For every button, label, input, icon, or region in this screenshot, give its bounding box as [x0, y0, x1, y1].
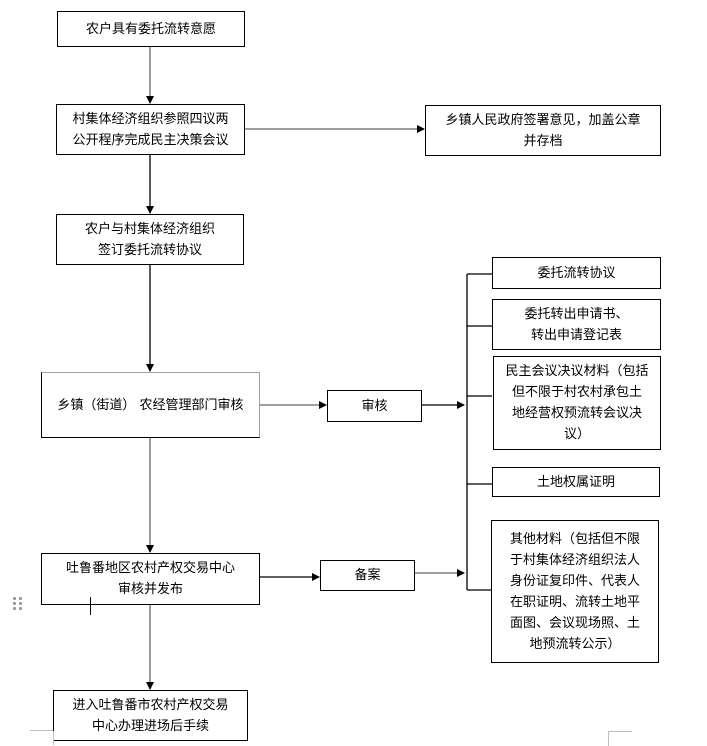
- document-text: 土地权属证明: [536, 474, 615, 490]
- review-label: 审核: [361, 398, 388, 414]
- document-text: 其他材料（包括但不限: [509, 531, 640, 547]
- document-box-transfer-application: 委托转出申请书、 转出申请登记表: [492, 299, 661, 350]
- step-text: 进入吐鲁番市农村产权交易: [72, 697, 229, 713]
- page-corner-mark-right: [608, 731, 632, 746]
- step-text: 审核并发布: [117, 582, 183, 597]
- document-text: 委托转出申请书、: [524, 306, 629, 322]
- document-text: 地经营权预流转会议决: [511, 406, 642, 421]
- document-text: 面图、会议现场照、土: [509, 615, 640, 631]
- page-corner-mark-left-vertical: [53, 731, 54, 745]
- document-box-meeting-resolution: 民主会议决议材料（包括 但不限于村农村承包土 地经营权预流转会议决 议）: [493, 356, 661, 450]
- step-text: 乡镇（街道） 农经管理部门审核: [57, 397, 244, 413]
- step-box-exchange-center-publish: 吐鲁番地区农村产权交易中心 审核并发布: [41, 553, 260, 605]
- side-note-township-government: 乡镇人民政府签署意见，加盖公章 并存档: [425, 105, 661, 156]
- step-box-willingness: 农户具有委托流转意愿: [57, 11, 245, 47]
- document-text: 议）: [563, 427, 590, 442]
- step-box-enter-exchange: 进入吐鲁番市农村产权交易 中心办理进场后手续: [53, 690, 248, 741]
- drag-handle-icon[interactable]: [13, 597, 23, 611]
- step-text: 公开程序完成民主决策会议: [72, 132, 229, 148]
- step-text: 农户具有委托流转意愿: [85, 21, 216, 37]
- note-text: 并存档: [523, 133, 563, 149]
- document-text: 转出申请登记表: [530, 327, 622, 343]
- review-box: 审核: [327, 390, 422, 422]
- step-text: 中心办理进场后手续: [91, 718, 209, 734]
- document-box-entrust-agreement: 委托流转协议: [492, 257, 661, 289]
- filing-label: 备案: [354, 568, 381, 583]
- step-text: 农户与村集体经济组织: [84, 221, 215, 237]
- text-cursor: [90, 597, 91, 615]
- document-text: 委托流转协议: [537, 265, 616, 281]
- document-box-other-materials: 其他材料（包括但不限 于村集体经济组织法人 身份证复印件、代表人 在职证明、流转…: [491, 520, 659, 663]
- note-text: 乡镇人民政府签署意见，加盖公章: [445, 112, 641, 128]
- document-text: 身份证复印件、代表人: [509, 573, 640, 589]
- page-corner-mark-left: [30, 730, 53, 746]
- document-text: 但不限于村农村承包土: [511, 385, 642, 400]
- step-text: 吐鲁番地区农村产权交易中心: [65, 561, 235, 576]
- document-box-land-ownership: 土地权属证明: [492, 467, 660, 497]
- step-text: 签订委托流转协议: [97, 242, 202, 258]
- document-text: 地预流转公示）: [529, 636, 621, 652]
- step-text: 村集体经济组织参照四议两: [72, 111, 229, 127]
- step-box-township-review: 乡镇（街道） 农经管理部门审核: [41, 372, 260, 438]
- document-text: 于村集体经济组织法人: [509, 552, 640, 568]
- filing-box: 备案: [320, 560, 415, 591]
- document-text: 民主会议决议材料（包括: [505, 364, 649, 379]
- document-text: 在职证明、流转土地平: [509, 594, 640, 610]
- step-box-democratic-decision: 村集体经济组织参照四议两 公开程序完成民主决策会议: [56, 104, 245, 155]
- step-box-sign-agreement: 农户与村集体经济组织 签订委托流转协议: [56, 214, 244, 265]
